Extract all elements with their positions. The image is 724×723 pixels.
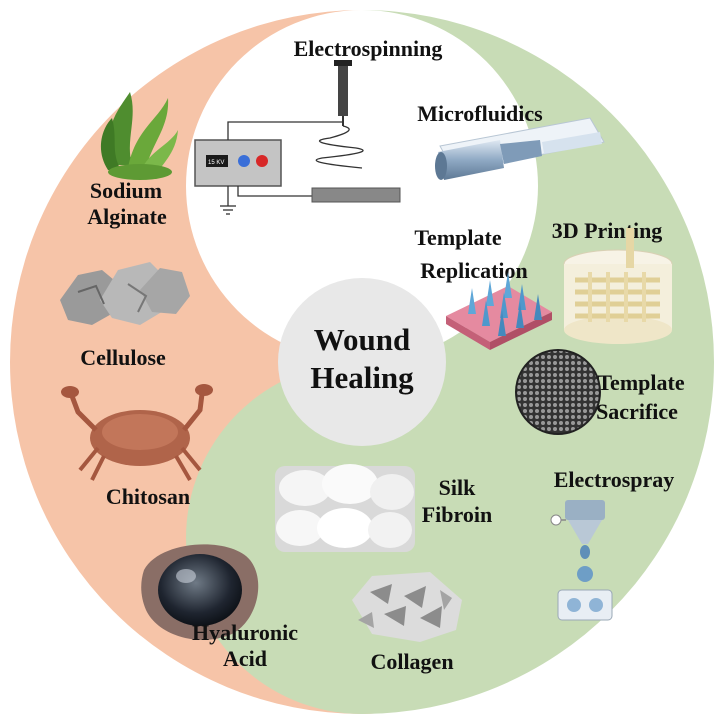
3d-printed-scaffold-icon xyxy=(563,228,673,344)
electrospinning-apparatus-icon xyxy=(194,60,401,215)
template-sacrifice-label-line2: Sacrifice xyxy=(596,399,678,424)
center-title-line2: Healing xyxy=(310,360,414,395)
template-replication-label-line2: Replication xyxy=(420,258,528,283)
microneedle-array-icon xyxy=(446,272,552,350)
cocoons-icon xyxy=(275,464,415,552)
chitosan-label: Chitosan xyxy=(106,484,190,509)
electrospray-apparatus-icon xyxy=(550,500,613,621)
crab-icon xyxy=(61,384,213,482)
template-replication-label-line1: Template xyxy=(414,225,501,250)
cellulose-icon xyxy=(60,262,190,325)
silk-fibroin-label-line1: Silk xyxy=(439,475,476,500)
seaweed-icon xyxy=(100,92,178,180)
sodium-alginate-label-line1: Sodium xyxy=(90,178,162,203)
microfluidics-label: Microfluidics xyxy=(417,101,543,126)
silk-fibroin-label-line2: Fibroin xyxy=(422,502,493,527)
electrospinning-label: Electrospinning xyxy=(294,36,443,61)
collagen-icon xyxy=(352,572,462,642)
center-circle xyxy=(278,278,446,446)
center-title-line1: Wound xyxy=(314,322,411,357)
electrospray-label: Electrospray xyxy=(554,467,675,492)
porous-sphere-icon xyxy=(515,349,601,435)
3d-printing-label: 3D Printing xyxy=(552,218,663,243)
eye-icon xyxy=(141,544,259,640)
template-sacrifice-label-line1: Template xyxy=(597,370,684,395)
voltage-label: 15 KV xyxy=(208,160,224,166)
sodium-alginate-label-line2: Alginate xyxy=(87,204,167,229)
cellulose-label: Cellulose xyxy=(80,345,166,370)
hyaluronic-acid-label-line1: Hyaluronic xyxy=(192,620,298,645)
microfluidic-device-icon xyxy=(435,117,605,180)
collagen-label: Collagen xyxy=(370,649,453,674)
hyaluronic-acid-label-line2: Acid xyxy=(223,646,267,671)
